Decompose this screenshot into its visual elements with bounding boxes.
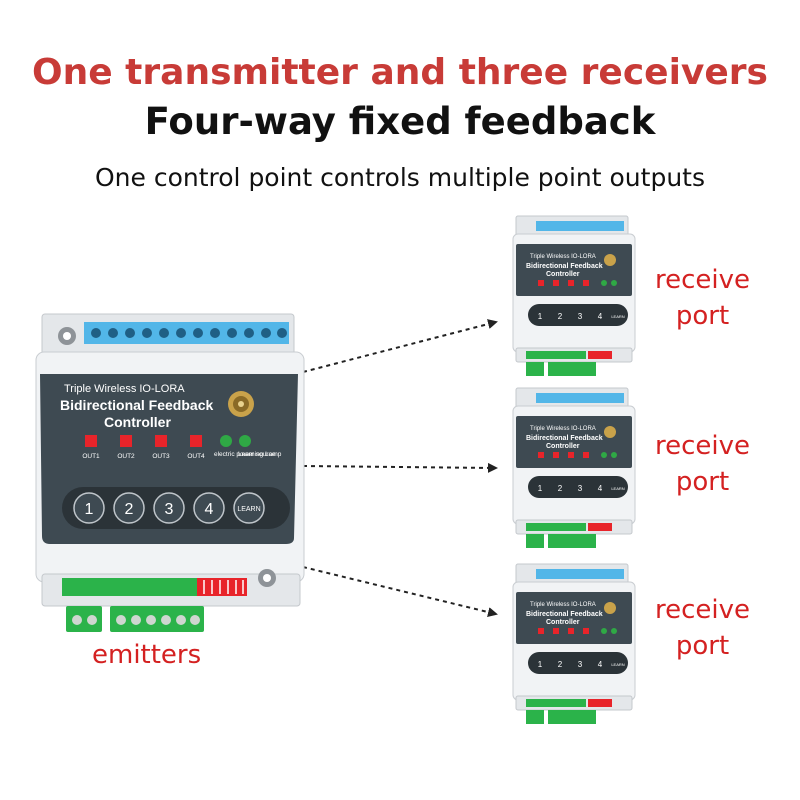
learn-button-label: LEARN <box>237 506 260 513</box>
learn-button <box>233 492 265 524</box>
device-label-line1: Triple Wireless IO-LORA <box>64 383 185 395</box>
device-label-line2: Bidirectional Feedback <box>526 435 603 442</box>
button-label: 4 <box>598 312 603 321</box>
device-label-line1: Triple Wireless IO-LORA <box>530 254 596 260</box>
button-label: 4 <box>598 660 603 669</box>
device-label-line3: Controller <box>546 443 580 450</box>
button-label: 3 <box>578 484 583 493</box>
button-label: 2 <box>125 501 134 518</box>
button-4 <box>193 492 225 524</box>
port-text: port <box>675 301 730 331</box>
learn-button-label: LEARN <box>611 662 624 667</box>
device-label-line3: Controller <box>546 619 580 626</box>
arrow-to-receiver-1 <box>302 319 498 373</box>
output-led-2 <box>120 435 132 447</box>
learning-indicator-label: Learning Lamp <box>238 451 282 458</box>
port-text: port <box>675 467 730 497</box>
output-label: OUT3 <box>152 453 170 460</box>
learning-led <box>239 435 251 447</box>
button-label: 4 <box>205 501 214 518</box>
button-1 <box>73 492 105 524</box>
button-label: 3 <box>165 501 174 518</box>
button-3 <box>153 492 185 524</box>
button-label: 4 <box>598 484 603 493</box>
arrow-to-receiver-2 <box>302 462 498 473</box>
button-label: 3 <box>578 660 583 669</box>
output-led-4 <box>190 435 202 447</box>
receiver-device-2: Triple Wireless IO-LORA Bidirectional Fe… <box>512 387 636 548</box>
receiver-device-1: Triple Wireless IO-LORA Bidirectional Fe… <box>512 215 636 376</box>
button-label: 1 <box>538 484 543 493</box>
output-label: OUT4 <box>187 453 205 460</box>
output-label: OUT1 <box>82 453 100 460</box>
button-label: 1 <box>538 660 543 669</box>
subtitle: One control point controls multiple poin… <box>94 163 705 192</box>
button-label: 3 <box>578 312 583 321</box>
learn-button-label: LEARN <box>611 486 624 491</box>
device-label-line1: Triple Wireless IO-LORA <box>530 602 596 608</box>
device-label-line2: Bidirectional Feedback <box>526 611 603 618</box>
title-line-1: One transmitter and three receivers <box>32 52 768 93</box>
device-label-line2: Bidirectional Feedback <box>60 397 213 413</box>
port-text: port <box>675 631 730 661</box>
receiver-1-label: receive port <box>655 262 750 334</box>
device-label-line3: Controller <box>104 414 171 430</box>
receive-text: receive <box>655 595 751 625</box>
power-indicator-label: electric power source <box>214 451 276 458</box>
output-label: OUT2 <box>117 453 135 460</box>
device-label-line2: Bidirectional Feedback <box>526 263 603 270</box>
button-label: 1 <box>85 501 94 518</box>
emitters-label: emitters <box>92 640 202 670</box>
button-label: 2 <box>558 312 563 321</box>
receiver-device-3: Triple Wireless IO-LORA Bidirectional Fe… <box>512 563 636 724</box>
title-line-2: Four-way fixed feedback <box>144 100 656 143</box>
button-label: 1 <box>538 312 543 321</box>
device-label-line3: Controller <box>546 271 580 278</box>
power-led <box>220 435 232 447</box>
button-2 <box>113 492 145 524</box>
arrow-to-receiver-3 <box>302 566 498 617</box>
receiver-2-label: receive port <box>655 428 750 500</box>
button-label: 2 <box>558 484 563 493</box>
device-label-line1: Triple Wireless IO-LORA <box>530 426 596 432</box>
learn-button-label: LEARN <box>611 314 624 319</box>
emitter-device: Triple Wireless IO-LORA Bidirectional Fe… <box>35 313 305 632</box>
receive-text: receive <box>655 431 751 461</box>
output-led-3 <box>155 435 167 447</box>
receiver-3-label: receive port <box>655 592 750 664</box>
receive-text: receive <box>655 265 751 295</box>
output-led-1 <box>85 435 97 447</box>
button-label: 2 <box>558 660 563 669</box>
